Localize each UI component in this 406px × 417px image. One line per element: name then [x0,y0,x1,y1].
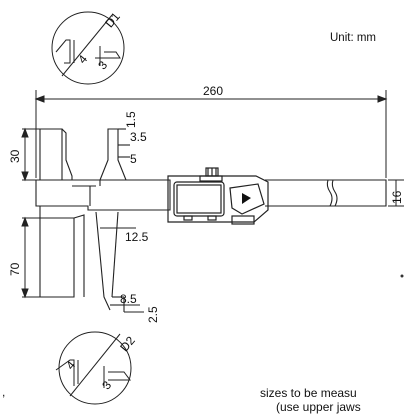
dim-lower-tip-2: 2.5 [146,306,160,323]
dimension-lower-jaw-depth [21,216,74,299]
dim-upper-tip-2: 3.5 [130,130,147,144]
caption-line-2: (use upper jaws [276,400,361,414]
dimension-overall-length [34,90,388,178]
dimension-upper-jaw-depth [21,127,62,182]
dimension-lower-tips [118,304,144,313]
stray-dot [400,274,404,278]
caption-line-1: sizes to be measu [260,386,357,400]
detail-circle-d2 [55,331,132,405]
dim-upper-jaw-depth: 30 [8,149,22,163]
detail-circle-d1 [51,11,125,85]
dim-lower-tip-1: 8.5 [120,292,137,306]
caliper-body [35,128,387,312]
dim-lower-jaw-gap: 12.5 [125,230,149,244]
unit-label: Unit: mm [330,32,376,44]
dim-upper-tip-1: 1.5 [124,111,138,128]
display-housing [167,167,269,225]
dim-beam-height: 16 [390,190,404,204]
dim-lower-jaw-depth: 70 [8,262,22,276]
dim-upper-tip-3: 5 [130,152,137,166]
stray-mark: , [2,385,6,399]
play-icon [242,193,251,204]
dimension-beam-height [388,179,404,207]
dim-overall-length: 260 [203,84,224,98]
